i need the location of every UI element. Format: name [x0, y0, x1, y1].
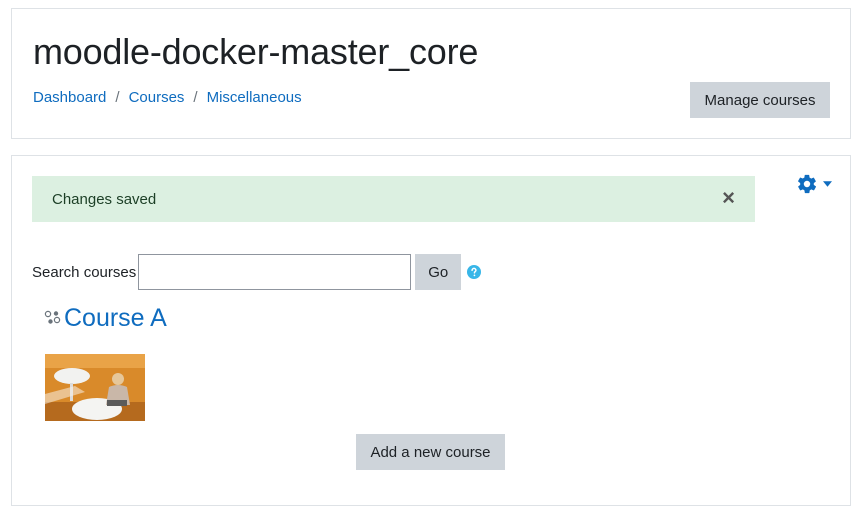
course-item: Course A [44, 304, 167, 333]
changes-saved-alert: Changes saved × [32, 176, 755, 222]
course-icon [44, 310, 61, 324]
alert-message: Changes saved [52, 190, 157, 208]
course-search-form: Search courses Go [32, 254, 482, 290]
settings-menu-toggle[interactable] [796, 173, 832, 195]
course-image[interactable] [45, 354, 145, 421]
breadcrumb-separator: / [115, 89, 120, 106]
breadcrumb-courses[interactable]: Courses [128, 89, 185, 106]
caret-down-icon [823, 181, 832, 187]
question-circle-icon[interactable] [467, 265, 482, 279]
search-courses-input[interactable] [138, 254, 412, 290]
page-header: moodle-docker-master_core Dashboard / Co… [11, 8, 851, 139]
breadcrumb: Dashboard / Courses / Miscellaneous [33, 89, 302, 106]
page-title: moodle-docker-master_core [33, 31, 479, 72]
breadcrumb-separator: / [193, 89, 198, 106]
course-title-link[interactable]: Course A [64, 304, 167, 332]
search-courses-label: Search courses [32, 263, 137, 281]
main-region: Changes saved × Search courses Go Course… [11, 155, 851, 506]
breadcrumb-dashboard[interactable]: Dashboard [33, 89, 107, 106]
close-icon[interactable]: × [722, 185, 735, 210]
gear-icon [798, 174, 817, 194]
add-new-course-button[interactable]: Add a new course [356, 434, 505, 470]
search-go-button[interactable]: Go [415, 254, 462, 290]
manage-courses-button[interactable]: Manage courses [690, 82, 830, 118]
breadcrumb-miscellaneous[interactable]: Miscellaneous [206, 89, 302, 106]
